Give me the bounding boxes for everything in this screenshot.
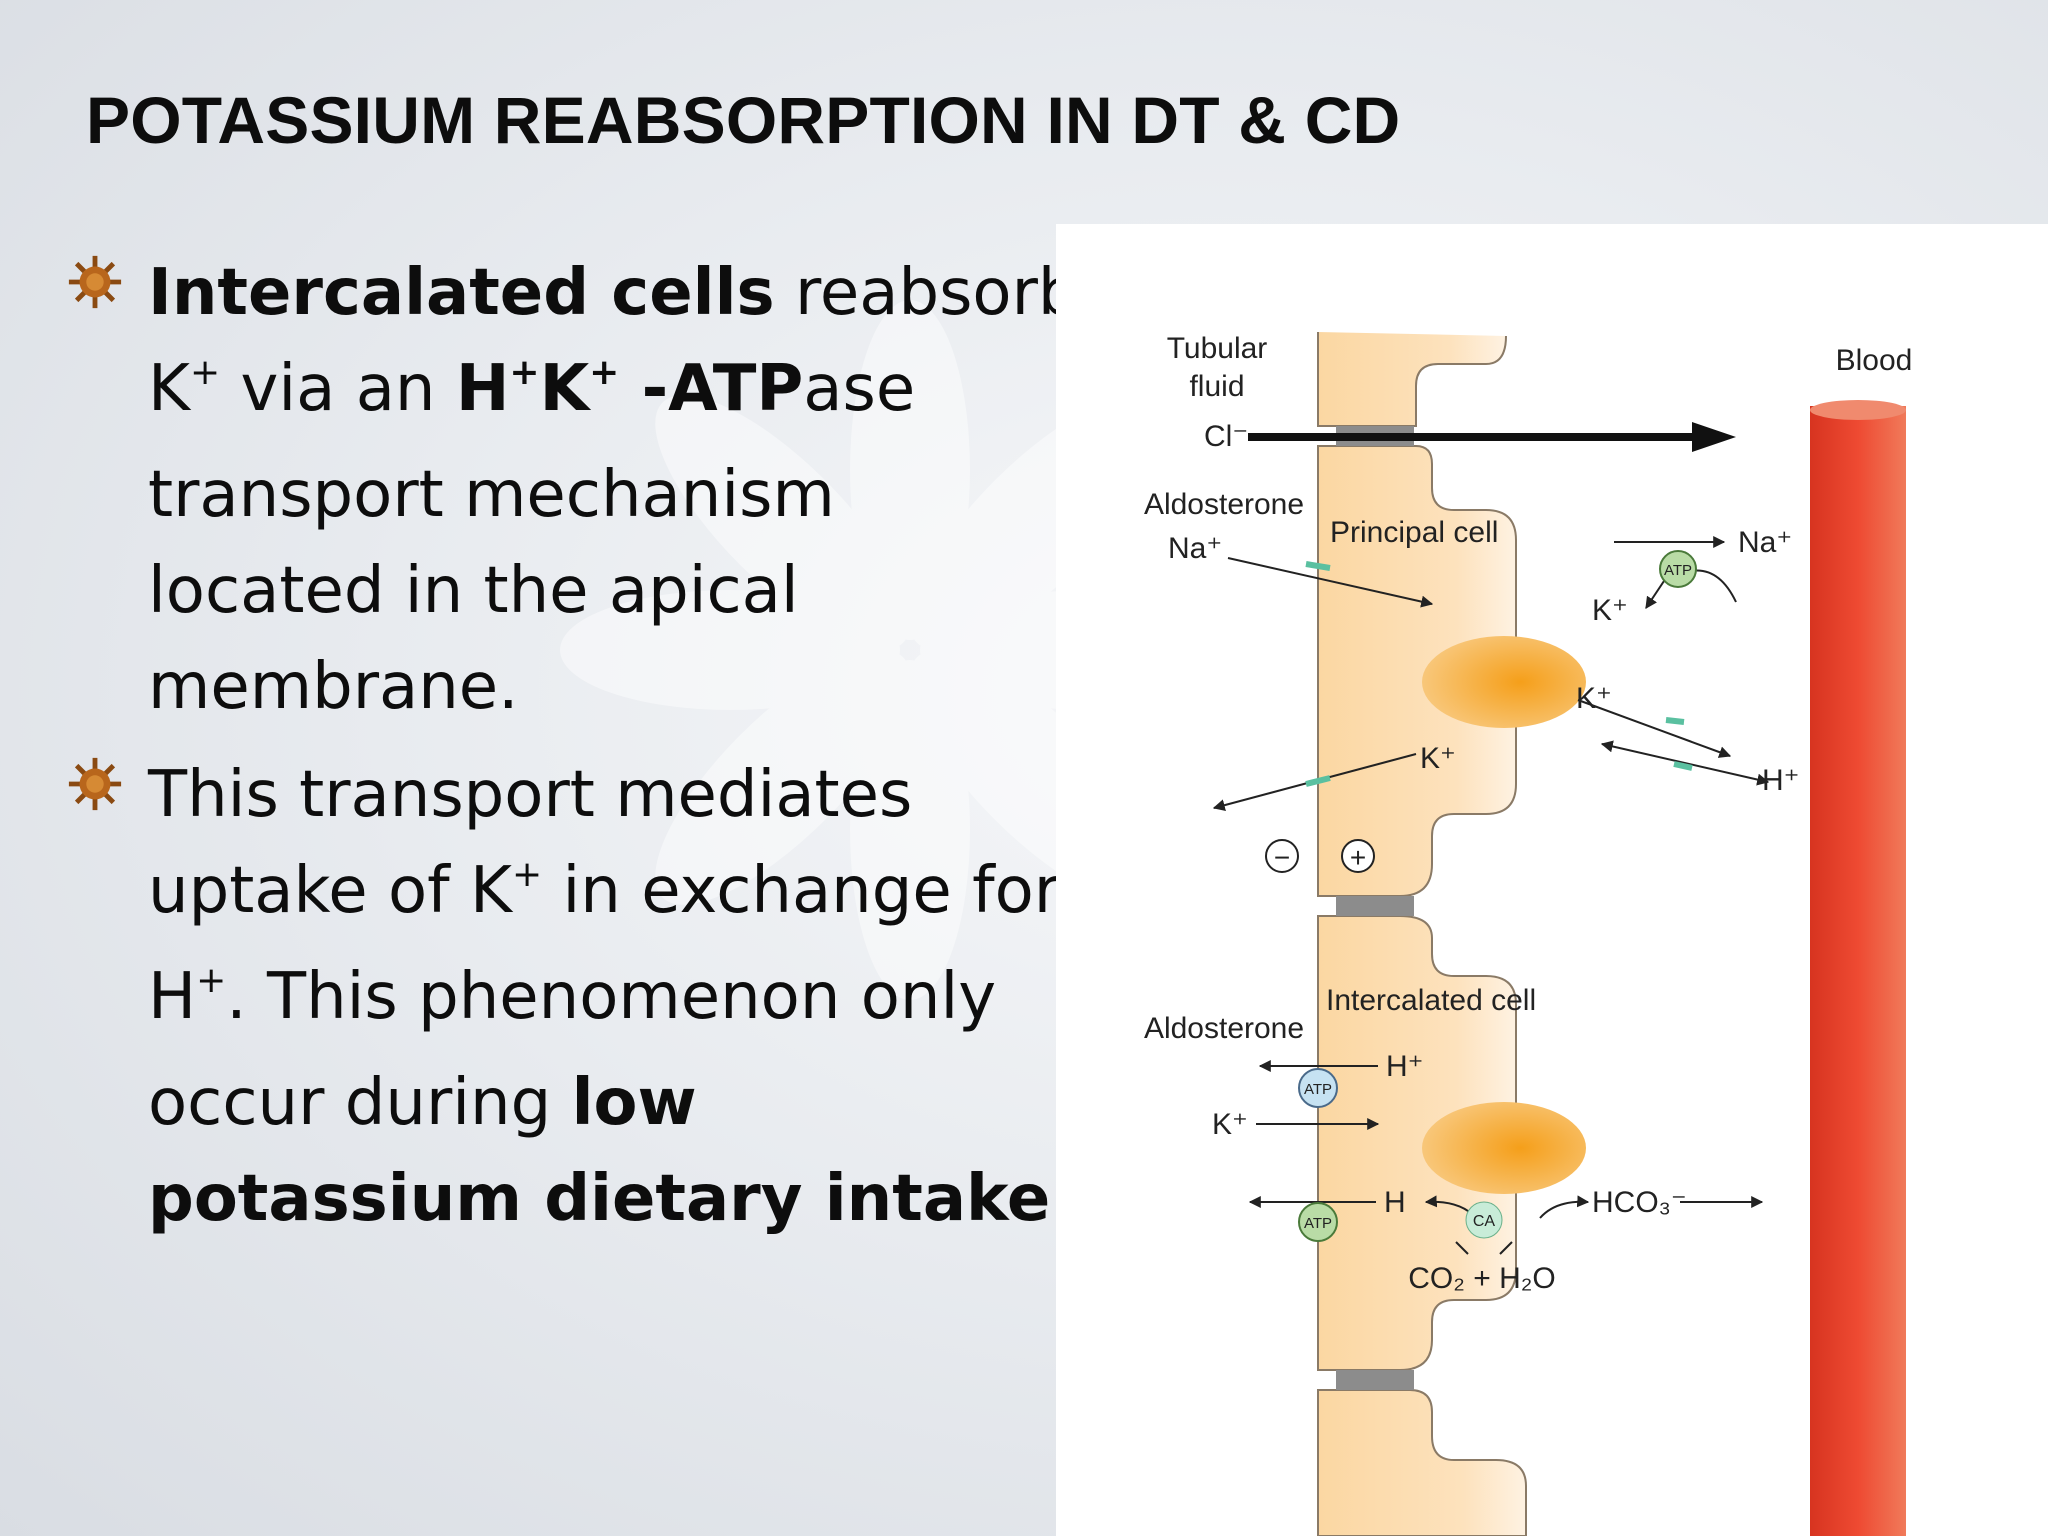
aldosterone-label-bottom: Aldosterone	[1144, 1012, 1304, 1045]
text-run: reabsorb	[774, 256, 1079, 330]
text-run: H	[455, 352, 510, 426]
intercalated-cell-shape	[1317, 915, 1517, 1371]
superscript-run: +	[189, 352, 221, 393]
bullet-line: uptake of K+ in exchange for	[148, 843, 1060, 949]
text-run: in exchange for	[542, 854, 1061, 928]
atp-label-intercalated-blue: ATP	[1304, 1081, 1332, 1098]
na-entry-arrow	[1227, 557, 1434, 608]
cl-label: Cl⁻	[1204, 420, 1248, 453]
bullet-line: potassium dietary intake.	[148, 1151, 1071, 1247]
minus-charge-circle	[1265, 839, 1299, 873]
plus-charge-circle	[1341, 839, 1375, 873]
na-in-label: Na⁺	[1168, 532, 1222, 565]
tight-junction	[1336, 1370, 1414, 1390]
bullet-line: H+. This phenomenon only	[148, 949, 1056, 1055]
k-channel-mark	[1305, 775, 1331, 787]
hco3-label: HCO₃⁻	[1592, 1186, 1687, 1219]
text-run: occur during	[148, 1066, 572, 1140]
sunburst-bullet-icon	[68, 757, 122, 811]
blood-vessel-opening	[1810, 400, 1906, 420]
na-channel-mark	[1305, 561, 1331, 571]
k-in-label: K⁺	[1212, 1108, 1248, 1141]
tubular-fluid-label-line1: Tubular	[1167, 332, 1268, 365]
text-run: K	[148, 352, 190, 426]
text-run: ase	[803, 352, 916, 426]
minus-charge-label: −	[1274, 842, 1290, 873]
text-run: via an	[220, 352, 456, 426]
sunburst-bullet-icon	[68, 255, 122, 309]
k-pump-entry-arrow	[1645, 577, 1667, 609]
h-out-label: H⁺	[1762, 764, 1800, 797]
text-run: transport mechanism	[148, 458, 835, 532]
tubular-fluid-label-line2: fluid	[1189, 370, 1244, 403]
text-run: -ATP	[619, 352, 804, 426]
superscript-run: +	[509, 352, 540, 393]
atp-label-principal: ATP	[1664, 562, 1692, 579]
text-run: potassium dietary intake	[148, 1162, 1051, 1236]
text-run: K	[539, 352, 590, 426]
h-exchange-arrow	[1600, 740, 1770, 786]
carbonic-anhydrase	[1465, 1201, 1503, 1239]
atp-pump-intercalated-green	[1298, 1202, 1338, 1242]
principal-cell-nucleus	[1422, 636, 1586, 728]
aldosterone-label-top: Aldosterone	[1144, 488, 1304, 521]
superscript-run: +	[196, 960, 227, 1001]
bullet-line: This transport mediates	[148, 747, 1056, 843]
bullet-line: Intercalated cells reabsorb	[148, 245, 1079, 341]
tight-junction	[1336, 896, 1414, 916]
bullet-line: transport mechanism	[148, 447, 1056, 543]
bottom-cell-fragment	[1317, 1389, 1527, 1536]
slide-title: POTASSIUM REABSORPTION IN DT & CD	[86, 83, 1401, 157]
text-run: uptake of K	[148, 854, 512, 928]
text-run: located in the apical	[148, 554, 799, 628]
basolateral-channel-mark	[1665, 717, 1685, 725]
intercalated-cell-nucleus	[1422, 1102, 1586, 1194]
text-run: low	[571, 1066, 697, 1140]
principal-cell-shape	[1317, 445, 1517, 897]
top-cell-fragment	[1317, 332, 1507, 427]
superscript-run: +	[589, 352, 620, 393]
plus-charge-label: +	[1350, 842, 1366, 873]
k-lumen-label: K⁺	[1420, 742, 1456, 775]
atp-pump-principal	[1659, 550, 1697, 588]
co2-to-ca-right	[1499, 1241, 1513, 1255]
cl-arrowhead	[1692, 422, 1736, 452]
text-run: Intercalated cells	[148, 256, 775, 330]
ca-to-hco3-arrow	[1539, 1195, 1590, 1219]
text-run: H	[148, 960, 197, 1034]
basolateral-channel-mark	[1673, 761, 1693, 771]
k-pump-label: K⁺	[1592, 594, 1628, 627]
co2-h2o-label: CO₂ + H₂O	[1408, 1262, 1555, 1295]
text-run: membrane.	[148, 650, 519, 724]
blood-vessel	[1810, 406, 1906, 1536]
principal-cell-label: Principal cell	[1330, 516, 1498, 549]
h-plus-label: H⁺	[1386, 1050, 1424, 1083]
blood-label: Blood	[1836, 344, 1913, 377]
bullet-line: K+ via an H+K+ -ATPase	[148, 341, 1056, 447]
ca-label: CA	[1473, 1213, 1496, 1230]
bullet-line: located in the apical	[148, 543, 1056, 639]
k-mid-label: K⁺	[1576, 682, 1612, 715]
superscript-run: +	[512, 854, 543, 895]
text-run: . This phenomenon only	[226, 960, 997, 1034]
h-label: H	[1384, 1186, 1406, 1219]
co2-to-ca-left	[1455, 1241, 1469, 1255]
bullet-line: occur during low	[148, 1055, 1056, 1151]
kidney-transport-diagram: Tubular fluid Blood Cl⁻ Aldosterone Na⁺ …	[1056, 224, 2048, 1536]
bullet-line: membrane.	[148, 639, 1056, 735]
atp-pump-intercalated-blue	[1298, 1068, 1338, 1108]
na-out-label: Na⁺	[1738, 526, 1792, 559]
intercalated-cell-label: Intercalated cell	[1326, 984, 1536, 1017]
text-run: This transport mediates	[148, 758, 913, 832]
atp-label-intercalated-green: ATP	[1304, 1215, 1332, 1232]
